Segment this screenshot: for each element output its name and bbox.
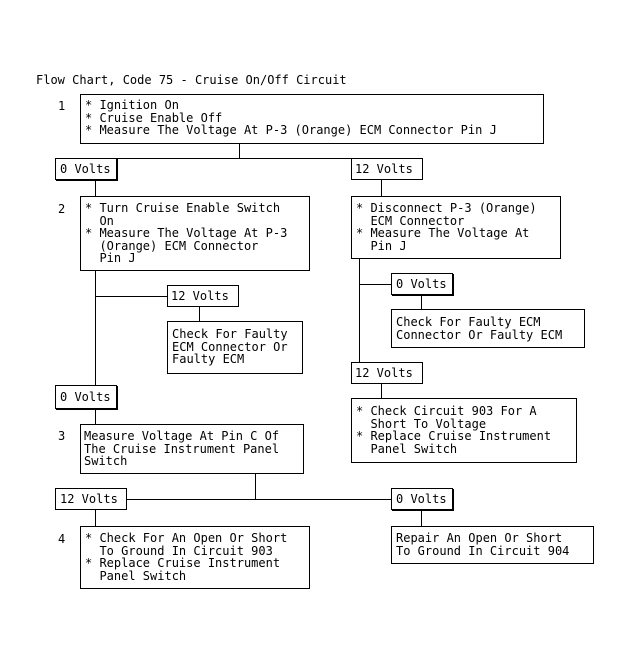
check-ecm-text-left: Check For Faulty ECM Connector Or Faulty… [172,327,288,366]
condition-label-0-volts: 0 Volts [391,488,453,510]
step1-text: * Ignition On * Cruise Enable Off * Meas… [85,98,497,137]
condition-text: 0 Volts [396,277,447,291]
check-ecm-box-right: Check For Faulty ECM Connector Or Faulty… [391,309,585,348]
step3-text: Measure Voltage At Pin C Of The Cruise I… [84,429,280,468]
condition-text: 12 Volts [171,289,229,303]
connector [359,259,360,362]
step4-text: * Check For An Open Or Short To Ground I… [85,531,288,583]
step-number-2: 2 [58,202,66,216]
connector [199,307,200,321]
check-ecm-text-right: Check For Faulty ECM Connector Or Faulty… [396,315,563,342]
connector [95,180,96,196]
condition-text: 12 Volts [60,492,118,506]
step3-box: Measure Voltage At Pin C Of The Cruise I… [80,424,304,474]
connector [381,384,382,398]
connector [95,409,96,424]
condition-label-12-volts: 12 Volts [351,158,423,180]
condition-text: 12 Volts [355,366,413,380]
connector [95,510,96,526]
repair-904-text: Repair An Open Or Short To Ground In Cir… [396,531,570,558]
step-number-3: 3 [58,429,66,443]
connector [381,180,382,196]
step2-text: * Turn Cruise Enable Switch On * Measure… [85,201,288,265]
connector [95,296,168,297]
check-circuit-903-box: * Check Circuit 903 For A Short To Volta… [351,398,577,463]
condition-label-0-volts: 0 Volts [55,385,117,409]
step4-box: * Check For An Open Or Short To Ground I… [80,526,310,589]
repair-904-box: Repair An Open Or Short To Ground In Cir… [391,526,594,564]
disconnect-box: * Disconnect P-3 (Orange) ECM Connector … [351,196,561,259]
connector [95,271,96,385]
step-number-4: 4 [58,532,66,546]
connector [421,295,422,309]
condition-label-0-volts: 0 Volts [55,158,117,180]
condition-text: 0 Volts [396,492,447,506]
check-circuit-903-text: * Check Circuit 903 For A Short To Volta… [356,404,552,456]
step-number-1: 1 [58,99,66,113]
connector [116,158,352,159]
disconnect-text: * Disconnect P-3 (Orange) ECM Connector … [356,201,537,253]
condition-label-0-volts: 0 Volts [391,273,453,295]
chart-title: Flow Chart, Code 75 - Cruise On/Off Circ… [36,73,347,87]
condition-label-12-volts: 12 Volts [55,488,127,510]
condition-text: 0 Volts [60,162,111,176]
connector [125,499,392,500]
connector [239,144,240,158]
step2-box: * Turn Cruise Enable Switch On * Measure… [80,196,310,271]
step1-box: * Ignition On * Cruise Enable Off * Meas… [80,94,544,144]
connector [421,510,422,526]
condition-text: 12 Volts [355,162,413,176]
connector [255,474,256,499]
condition-label-12-volts: 12 Volts [351,362,423,384]
condition-text: 0 Volts [60,390,111,404]
check-ecm-box-left: Check For Faulty ECM Connector Or Faulty… [167,321,303,374]
condition-label-12-volts: 12 Volts [167,285,239,307]
connector [359,284,391,285]
